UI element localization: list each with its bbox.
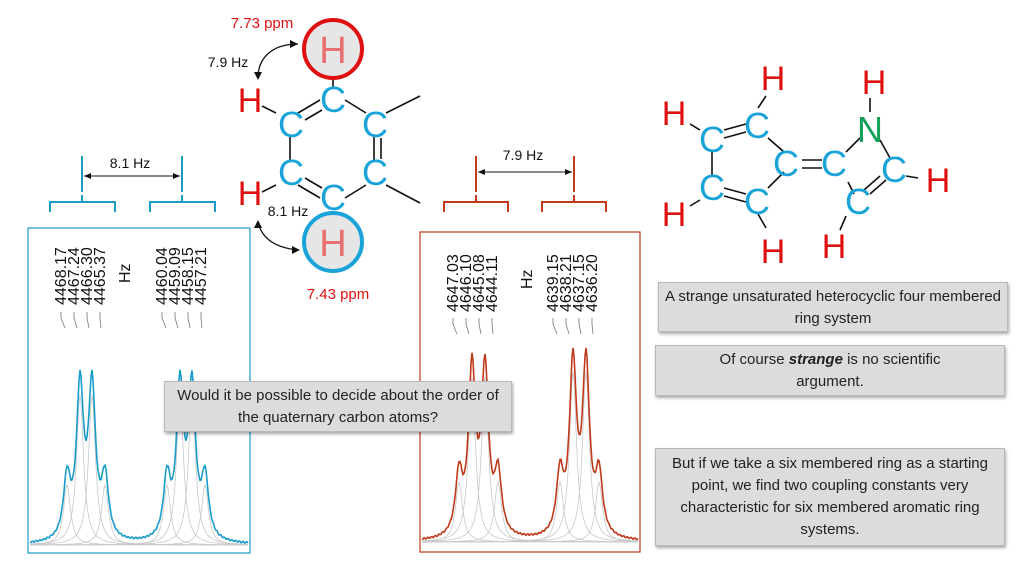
c-atom: C	[845, 181, 871, 222]
component-trace	[422, 480, 638, 543]
coupling-arrow-bottom	[257, 221, 299, 251]
question-box: Would it be possible to decide about the…	[164, 381, 512, 432]
note-strange-argument: Of course strange is no scientific argum…	[655, 345, 1005, 396]
peak-label: 4638.21	[558, 254, 575, 312]
c-atom: C	[320, 177, 346, 218]
h-atom: H	[238, 82, 263, 120]
c-atom: C	[881, 149, 907, 190]
h-circle-bottom	[302, 211, 364, 273]
spectrum-trace	[29, 369, 249, 545]
note-text-pre: Of course	[719, 351, 789, 368]
h-atom: H	[662, 95, 687, 133]
h-atom: H	[662, 196, 687, 234]
note-text: A strange unsaturated heterocyclic four …	[664, 288, 1001, 327]
c-atom: C	[699, 119, 725, 160]
c-atom: C	[278, 104, 304, 145]
peak-label: 4458.15	[180, 247, 197, 305]
peak-label: 4637.15	[571, 254, 588, 312]
c-atom: C	[744, 105, 770, 146]
peak-label: 4644.11	[484, 255, 501, 312]
peak-label: 4467.24	[66, 247, 83, 305]
heterocycle: C C C C C C C C N H H H H H H H	[662, 60, 951, 271]
coupling-arrow-top	[257, 43, 299, 79]
peak-label: 4466.30	[79, 247, 96, 305]
spectrum-trace	[421, 347, 639, 541]
question-text: Would it be possible to decide about the…	[177, 387, 499, 426]
h-atom: H	[238, 175, 263, 213]
c-atom: C	[362, 104, 388, 145]
peak-label: 4460.04	[154, 247, 171, 305]
coupling-label-bottom: 8.1 Hz	[268, 203, 308, 219]
note-six-ring: But if we take a six membered ring as a …	[655, 448, 1005, 546]
spectrum-right: 7.9 Hz 4647.03 4646.10 4645.08 4644.11 H…	[419, 147, 641, 553]
h-atom: H	[761, 60, 786, 98]
coupling-label: 7.9 Hz	[503, 147, 543, 163]
h-circle-top	[302, 18, 364, 80]
peak-label: 4465.37	[92, 247, 109, 305]
unit-label: Hz	[117, 263, 134, 283]
c-atom: C	[320, 79, 346, 120]
peak-label: 4639.15	[545, 254, 562, 312]
h-atom: H	[822, 228, 847, 266]
unit-label: Hz	[519, 269, 536, 289]
peak-label: 4457.21	[193, 247, 210, 305]
note-text-post: is no scientific argument.	[796, 351, 941, 390]
c-atom: C	[278, 152, 304, 193]
h-atom: H	[926, 162, 951, 200]
peak-label: 4468.17	[53, 247, 70, 305]
shift-label-bottom: 7.43 ppm	[307, 286, 370, 303]
h-atom: H	[862, 64, 887, 102]
c-atom: C	[773, 143, 799, 184]
note-strange-system: A strange unsaturated heterocyclic four …	[658, 282, 1008, 332]
h-atom-bottom: H	[319, 223, 346, 265]
c-atom: C	[744, 181, 770, 222]
h-atom-top: H	[319, 30, 346, 72]
c-atom: C	[699, 167, 725, 208]
n-atom: N	[857, 109, 883, 150]
component-trace	[30, 483, 248, 546]
peak-label: 4636.20	[584, 254, 601, 312]
peak-label: 4646.10	[458, 254, 475, 312]
peak-label: 4459.09	[167, 247, 184, 305]
c-atom: C	[821, 143, 847, 184]
coupling-label-top: 7.9 Hz	[208, 54, 248, 70]
note-text: But if we take a six membered ring as a …	[672, 455, 988, 538]
peak-label: 4645.08	[471, 254, 488, 312]
note-text-emphasis: strange	[788, 351, 843, 368]
shift-label-top: 7.73 ppm	[231, 15, 294, 32]
c-atom: C	[362, 152, 388, 193]
peak-label: 4647.03	[445, 254, 462, 312]
benzene-fragment: H H C C C C C C H H 7.73 ppm 7.43 ppm 7.…	[208, 15, 421, 303]
h-atom: H	[761, 233, 786, 271]
spectrum-left: 8.1 Hz 4468.17 4467.24 4466.30 4465.37 H…	[27, 155, 251, 554]
coupling-label: 8.1 Hz	[110, 155, 150, 171]
